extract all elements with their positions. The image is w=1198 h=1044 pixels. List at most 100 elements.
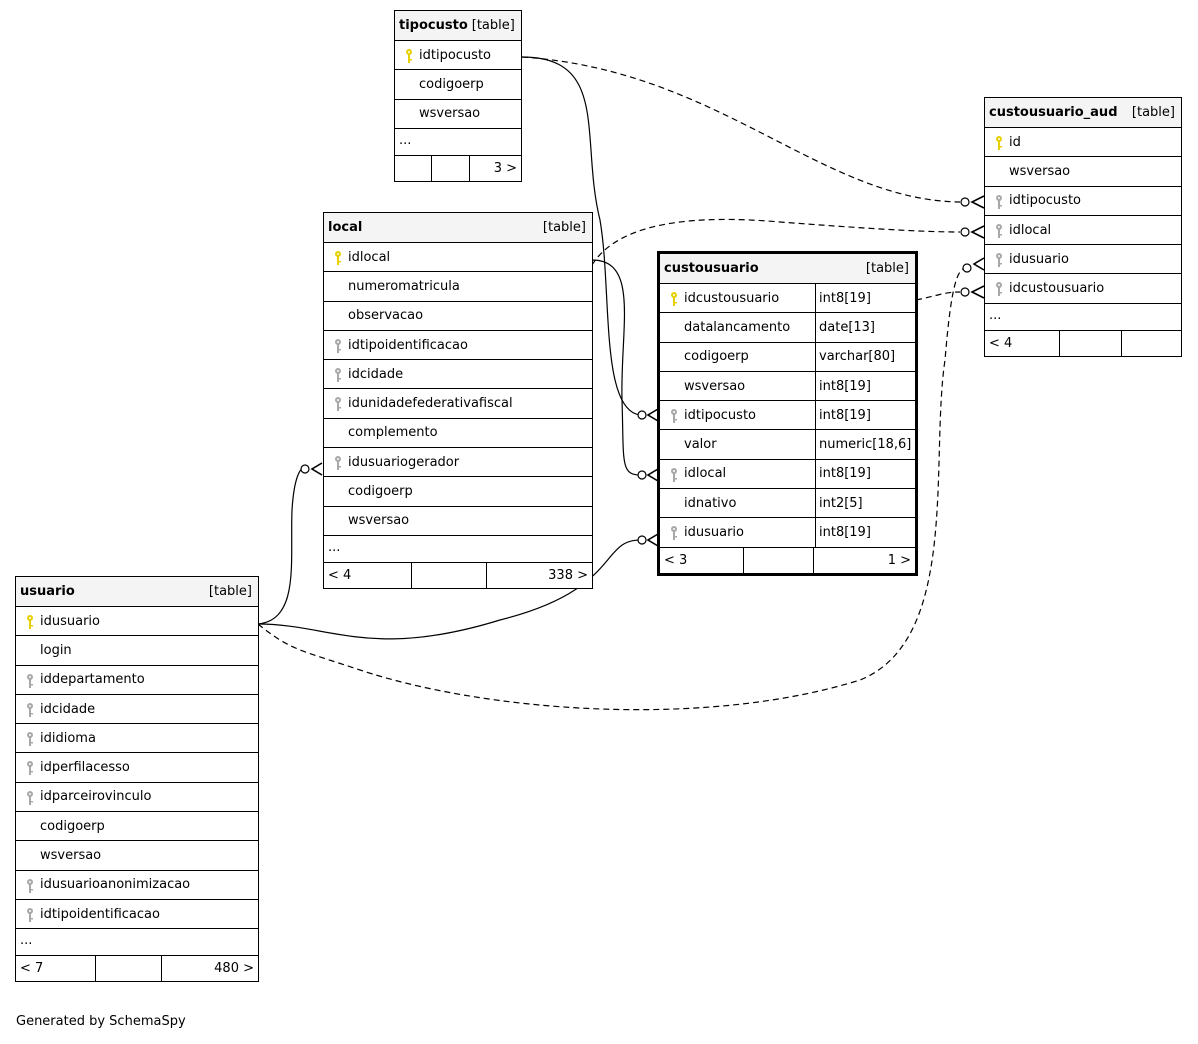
column-row-iddepartamento[interactable]: iddepartamento bbox=[16, 666, 258, 695]
column-row-idusuarioanonimizacao[interactable]: idusuarioanonimizacao bbox=[16, 871, 258, 900]
footer-spacer bbox=[96, 956, 162, 982]
column-row-numeromatricula[interactable]: numeromatricula bbox=[324, 272, 592, 302]
foreign-key-icon bbox=[27, 790, 33, 805]
column-name: idcustousuario bbox=[684, 290, 780, 306]
child-count[interactable] bbox=[1122, 331, 1181, 356]
crows-foot bbox=[646, 468, 659, 482]
column-row-idlocal[interactable]: idlocal bbox=[985, 216, 1181, 246]
child-count[interactable]: 338 > bbox=[548, 567, 588, 583]
table-header: local [table] bbox=[324, 213, 592, 243]
column-name: wsversao bbox=[40, 848, 102, 864]
footer-spacer bbox=[432, 155, 470, 181]
column-name: codigoerp bbox=[684, 349, 749, 365]
foreign-key-icon bbox=[671, 409, 677, 424]
parent-count[interactable]: < 4 bbox=[985, 330, 1060, 356]
column-name: codigoerp bbox=[40, 818, 105, 834]
foreign-key-icon bbox=[27, 878, 33, 893]
column-row-idlocal[interactable]: idlocal bbox=[324, 243, 592, 273]
column-row-idparceirovinculo[interactable]: idparceirovinculo bbox=[16, 783, 258, 813]
column-row-idcidade[interactable]: idcidade bbox=[16, 695, 258, 725]
table-footer: < 7 480 > bbox=[16, 956, 258, 982]
column-row-id[interactable]: id bbox=[985, 128, 1181, 158]
column-row-ididioma[interactable]: ididioma bbox=[16, 724, 258, 754]
link-end-circle bbox=[637, 410, 647, 420]
table-tag: [table] bbox=[865, 261, 909, 276]
column-name: wsversao bbox=[684, 378, 746, 394]
table-local[interactable]: local [table] idlocal numeromatricula obse… bbox=[323, 212, 593, 589]
column-type: int8[19] bbox=[815, 459, 915, 489]
column-name: idtipoidentificacao bbox=[40, 906, 160, 922]
foreign-key-icon bbox=[996, 223, 1002, 238]
column-name: idperfilacesso bbox=[40, 760, 130, 776]
column-name: observacao bbox=[348, 308, 424, 324]
column-name: complemento bbox=[348, 425, 438, 441]
column-row-wsversao[interactable]: wsversao bbox=[324, 507, 592, 536]
column-row-idusuariogerador[interactable]: idusuariogerador bbox=[324, 448, 592, 478]
column-row-idusuario[interactable]: idusuario bbox=[985, 245, 1181, 275]
column-row-idtipoidentificacao[interactable]: idtipoidentificacao bbox=[16, 900, 258, 930]
crows-foot bbox=[310, 462, 323, 476]
column-row-complemento[interactable]: complemento bbox=[324, 419, 592, 449]
link-end-circle bbox=[637, 470, 647, 480]
column-name: idlocal bbox=[348, 249, 391, 265]
column-row-idtipocusto[interactable]: idtipocusto bbox=[985, 187, 1181, 216]
more-columns[interactable]: ... bbox=[985, 304, 1181, 331]
column-row-codigoerp[interactable]: codigoerp bbox=[16, 812, 258, 842]
column-row-idtipoidentificacao[interactable]: idtipoidentificacao bbox=[324, 331, 592, 361]
column-row-wsversao[interactable]: wsversao bbox=[16, 841, 258, 871]
column-row-codigoerp[interactable]: codigoerp bbox=[395, 70, 521, 100]
column-name: wsversao bbox=[348, 513, 410, 529]
more-columns[interactable]: ... bbox=[16, 929, 258, 957]
column-row-observacao[interactable]: observacao bbox=[324, 302, 592, 331]
key-icon bbox=[406, 49, 412, 63]
child-count[interactable]: 1 > bbox=[887, 552, 911, 568]
link-usuario-local bbox=[257, 467, 305, 625]
column-row-login[interactable]: login bbox=[16, 636, 258, 666]
column-name: codigoerp bbox=[348, 484, 413, 500]
column-row-idusuario[interactable]: idusuario bbox=[16, 607, 258, 637]
column-name: iddepartamento bbox=[40, 672, 145, 688]
parent-count[interactable]: < 7 bbox=[16, 956, 96, 982]
foreign-key-icon bbox=[335, 397, 341, 412]
column-name: idusuario bbox=[40, 613, 100, 629]
column-name: idusuariogerador bbox=[348, 454, 460, 470]
column-row-idtipocusto[interactable]: idtipocusto bbox=[395, 41, 521, 71]
column-row-idcidade[interactable]: idcidade bbox=[324, 360, 592, 390]
table-name: custousuario bbox=[664, 261, 759, 276]
link-usuario-custousuario bbox=[257, 539, 641, 640]
child-count[interactable]: 3 > bbox=[493, 160, 517, 176]
column-row-idlocal[interactable]: idlocal int8[19] bbox=[660, 459, 915, 490]
more-columns[interactable]: ... bbox=[324, 536, 592, 563]
column-row-idcustousuario[interactable]: idcustousuario bbox=[985, 274, 1181, 304]
column-name: datalancamento bbox=[684, 319, 791, 335]
column-name: idtipocusto bbox=[419, 47, 491, 63]
parent-count[interactable]: < 3 bbox=[660, 547, 744, 573]
column-name: idlocal bbox=[684, 466, 727, 482]
column-row-wsversao[interactable]: wsversao bbox=[395, 100, 521, 129]
column-name: idcidade bbox=[348, 366, 404, 382]
parent-count[interactable]: < 4 bbox=[324, 562, 412, 588]
column-row-wsversao[interactable]: wsversao bbox=[985, 157, 1181, 187]
footer-spacer bbox=[744, 547, 814, 573]
column-row-codigoerp[interactable]: codigoerp bbox=[324, 477, 592, 507]
more-columns[interactable]: ... bbox=[395, 129, 521, 156]
link-usuario-aud bbox=[257, 267, 966, 711]
link-end-circle bbox=[960, 197, 970, 207]
child-count[interactable]: 480 > bbox=[214, 961, 254, 977]
column-name: wsversao bbox=[419, 106, 481, 122]
column-row-idunidadefederativafiscal[interactable]: idunidadefederativafiscal bbox=[324, 389, 592, 419]
column-row-idperfilacesso[interactable]: idperfilacesso bbox=[16, 753, 258, 783]
parent-count[interactable] bbox=[395, 155, 432, 181]
